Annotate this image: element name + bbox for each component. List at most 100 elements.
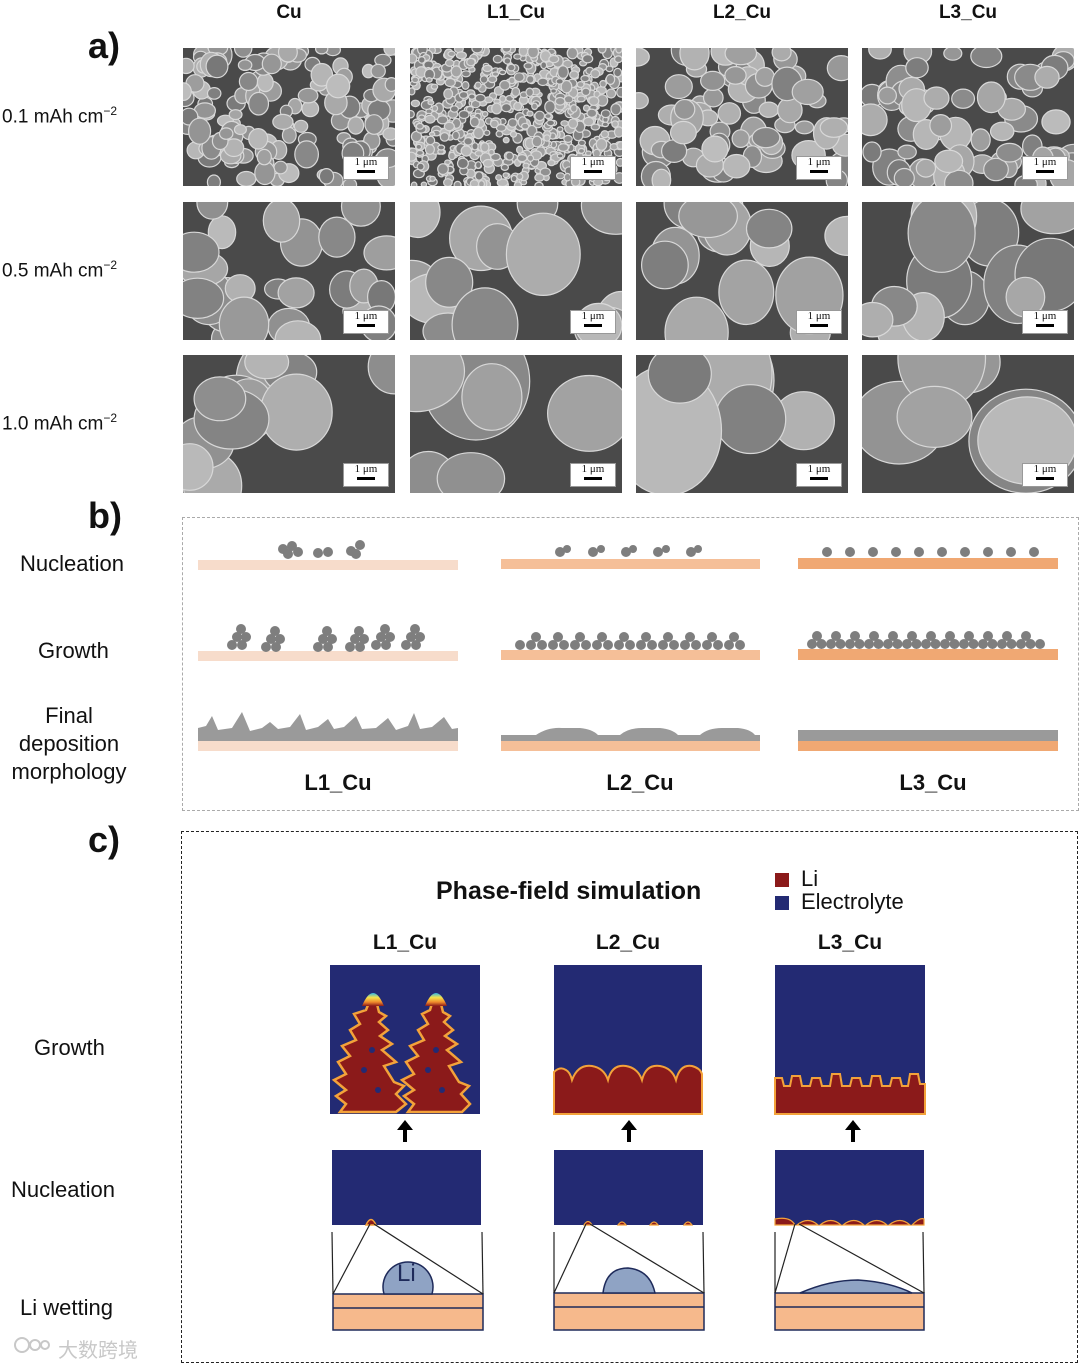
scale-bar: 1 μm: [570, 310, 616, 334]
scale-bar-line: [1036, 477, 1054, 480]
scale-bar: 1 μm: [570, 463, 616, 487]
li-particle: [850, 631, 860, 641]
panel-c-header-l3-cu: L3_Cu: [817, 931, 883, 954]
li-particle: [526, 640, 536, 650]
li-particle: [327, 634, 337, 644]
scale-bar-line: [1036, 324, 1054, 327]
phase-field-title: Phase-field simulation: [436, 877, 702, 905]
wetting-l3: [774, 1223, 925, 1331]
li-particle: [926, 631, 936, 641]
scale-bar-label: 1 μm: [581, 156, 605, 168]
nucleation-sim-l3: [774, 1150, 925, 1226]
li-particle: [318, 634, 328, 644]
column-header-l1-cu: L1_Cu: [486, 2, 546, 23]
column-header-l3-cu: L3_Cu: [938, 2, 998, 23]
scale-bar-line: [357, 324, 375, 327]
li-particle: [945, 631, 955, 641]
li-particle: [241, 632, 251, 642]
li-particle: [406, 632, 416, 642]
scale-bar: 1 μm: [796, 156, 842, 180]
row-label-0-5: 0.5 mAh cm−2: [2, 258, 118, 282]
li-particle: [350, 634, 360, 644]
legend-li-swatch: [775, 873, 789, 888]
substrate-l2-final: [501, 741, 760, 751]
scale-bar-line: [810, 477, 828, 480]
li-particle: [313, 642, 323, 652]
li-particle: [921, 639, 931, 649]
scale-bar-line: [584, 477, 602, 480]
li-particle: [1002, 631, 1012, 641]
substrate-l1-final: [198, 741, 458, 751]
li-particle: [907, 631, 917, 641]
scale-bar: 1 μm: [343, 463, 389, 487]
scale-bar-label: 1 μm: [807, 463, 831, 475]
column-header-cu: Cu: [276, 2, 302, 23]
sem-image-l3-cu-0-1: 1 μm: [862, 48, 1074, 186]
li-particle: [930, 639, 941, 649]
li-particle: [548, 640, 558, 650]
li-particle: [987, 639, 998, 649]
li-particle: [232, 632, 242, 642]
panel-a-letter: a): [88, 25, 121, 66]
watermark: 大数跨境: [58, 1340, 138, 1362]
li-particle: [663, 632, 673, 642]
scale-bar: 1 μm: [343, 310, 389, 334]
scale-bar: 1 μm: [1022, 156, 1068, 180]
li-particle: [266, 634, 276, 644]
li-particle: [854, 639, 865, 649]
li-particle: [685, 632, 695, 642]
li-particle: [381, 640, 391, 650]
li-particle: [227, 640, 237, 650]
scale-bar-label: 1 μm: [581, 463, 605, 475]
scale-bar: 1 μm: [796, 310, 842, 334]
legend-electrolyte-swatch: [775, 896, 789, 911]
nuclei-l1: [278, 540, 365, 559]
li-particle: [888, 631, 898, 641]
li-particle: [864, 639, 874, 649]
li-particle: [537, 640, 547, 650]
li-particle: [647, 640, 657, 650]
scale-bar-label: 1 μm: [581, 310, 605, 322]
legend-li: Li: [775, 866, 818, 892]
nucleation-sim-l1: [332, 1150, 481, 1226]
dendritic-deposit-l1: [198, 712, 458, 741]
li-particle: [669, 640, 679, 650]
li-particle: [641, 632, 651, 642]
panel-c-letter: c): [88, 819, 121, 860]
arrows-up: [397, 1120, 861, 1142]
droplet-label-li: Li: [397, 1260, 416, 1287]
li-particle: [515, 640, 525, 650]
growth-sim-l3: [774, 965, 926, 1115]
growth-clusters-l1: [227, 624, 425, 652]
li-particle: [713, 640, 723, 650]
li-particle: [691, 640, 701, 650]
li-particle: [680, 640, 690, 650]
substrate-l1-nucleation: [198, 560, 458, 570]
row-label-growth-c: Growth: [34, 1035, 105, 1060]
li-particle: [359, 634, 369, 644]
li-particle: [270, 626, 280, 636]
li-particle: [603, 640, 613, 650]
growth-clusters-l2: [515, 632, 745, 650]
scale-bar-label: 1 μm: [1033, 310, 1057, 322]
panel-b-frame: [182, 517, 1079, 811]
substrate-l2-nucleation: [501, 559, 760, 569]
sem-image-l1-cu-0-1: 1 μm: [410, 48, 622, 186]
scale-bar-label: 1 μm: [354, 156, 378, 168]
li-particle: [978, 639, 988, 649]
li-particle: [845, 639, 855, 649]
row-label-0-1: 0.1 mAh cm−2: [2, 104, 118, 128]
substrate-l2-growth: [501, 650, 760, 660]
li-particle: [968, 639, 979, 649]
li-particle: [940, 639, 950, 649]
scale-bar: 1 μm: [570, 156, 616, 180]
li-particle: [237, 640, 247, 650]
li-particle: [949, 639, 960, 649]
scale-bar-line: [357, 477, 375, 480]
li-particle: [702, 640, 712, 650]
li-particle: [625, 640, 635, 650]
substrate-l3-nucleation: [798, 558, 1058, 569]
li-particle: [614, 640, 624, 650]
li-particle: [376, 632, 386, 642]
